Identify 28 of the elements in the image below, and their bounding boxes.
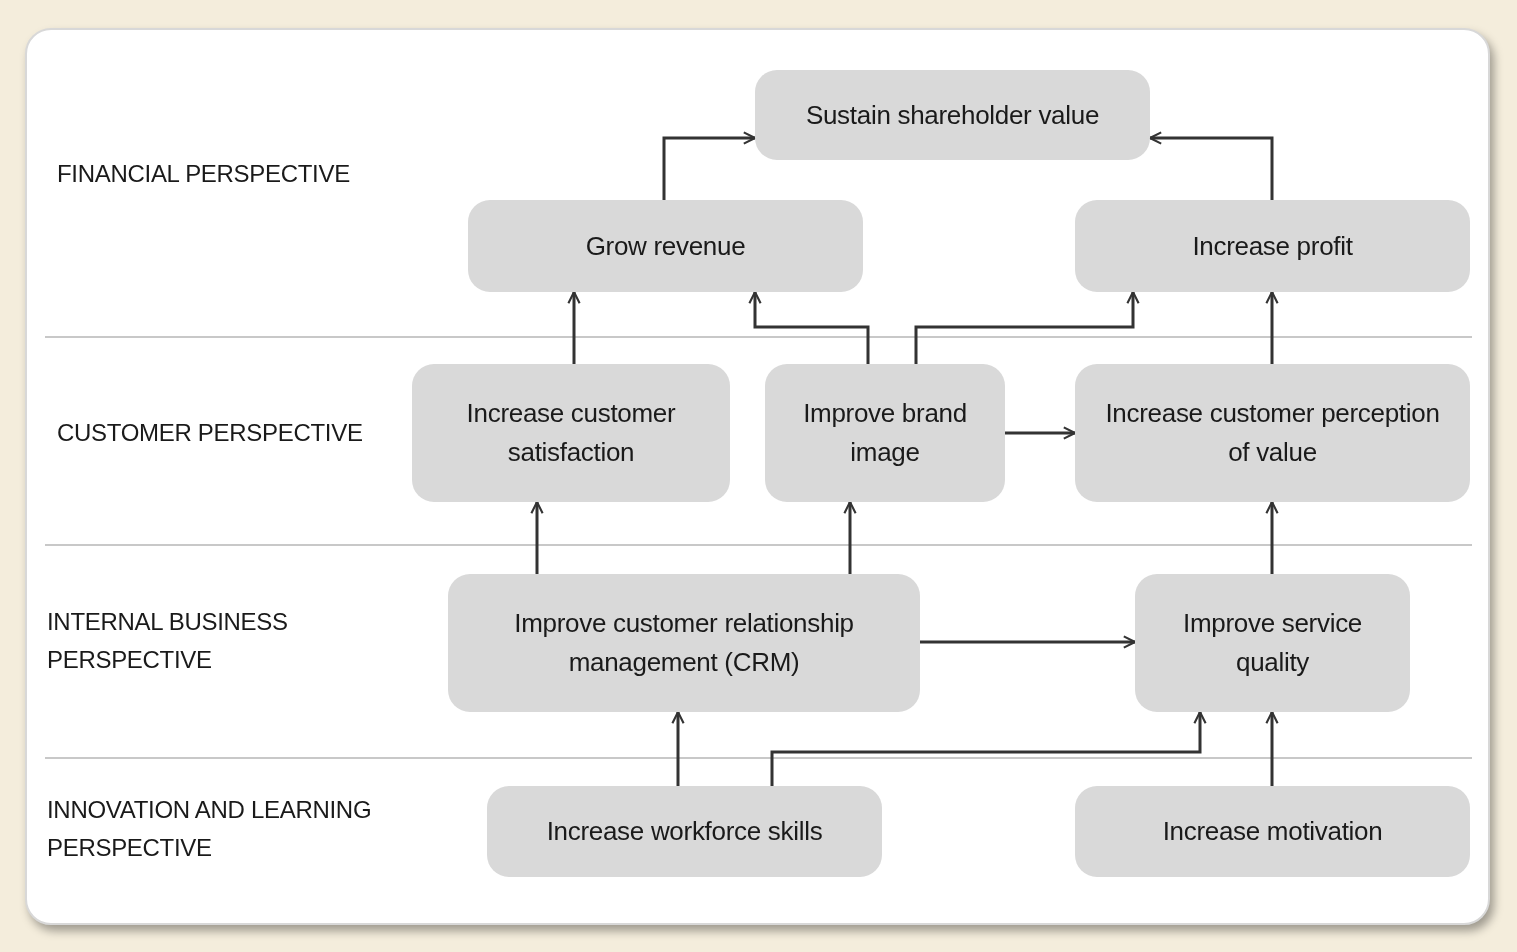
objective-box: Increase motivation <box>1075 786 1470 877</box>
perspective-label: INTERNAL BUSINESS PERSPECTIVE <box>47 607 289 676</box>
objective-box: Increase workforce skills <box>487 786 882 877</box>
arrow <box>843 500 857 574</box>
objective-box: Sustain shareholder value <box>755 70 1150 160</box>
perspective-label: FINANCIAL PERSPECTIVE <box>57 159 351 189</box>
arrow <box>770 710 1207 786</box>
objective-box: Grow revenue <box>468 200 863 292</box>
arrow <box>1148 131 1274 200</box>
arrow <box>1265 500 1279 574</box>
arrow <box>530 500 544 574</box>
objective-box: Increase customer satisfaction <box>412 364 730 502</box>
objective-box: Improve customer relationship management (CRM) <box>448 574 920 712</box>
arrow <box>920 635 1137 649</box>
objective-box: Improve service quality <box>1135 574 1410 712</box>
perspective-label: CUSTOMER PERSPECTIVE <box>57 418 364 448</box>
arrow <box>1265 290 1279 364</box>
arrow <box>914 290 1140 364</box>
objective-box: Improve brand image <box>765 364 1005 502</box>
arrow <box>1005 426 1077 440</box>
arrow <box>1265 710 1279 786</box>
arrow <box>671 710 685 786</box>
arrow <box>748 290 870 364</box>
perspective-label: INNOVATION AND LEARNING PERSPECTIVE <box>47 795 373 864</box>
objective-box: Increase customer perception of value <box>1075 364 1470 502</box>
arrow <box>662 131 757 200</box>
arrow <box>567 290 581 364</box>
objective-box: Increase profit <box>1075 200 1470 292</box>
